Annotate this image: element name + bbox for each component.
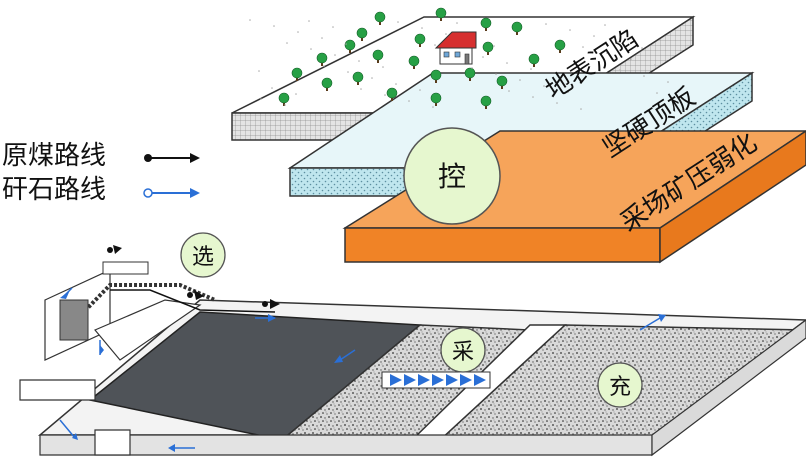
svg-text:控: 控 [438,160,466,193]
tree-icon [291,67,303,81]
tree-icon [372,49,384,63]
legend: 原煤路线 矸石路线 [2,141,200,205]
tree-icon [386,87,398,101]
tree-icon [464,67,476,81]
tree-icon [414,33,426,47]
arrow-right-icon [460,374,472,386]
tree-icon [344,39,356,53]
coal-conveyor [59,245,280,341]
tree-icon [430,69,442,83]
arrow-right-icon [446,374,458,386]
tree-icon [374,11,386,25]
mine-circle: 采 [440,327,486,373]
fill-circle: 充 [597,362,643,408]
mine-block [19,269,806,457]
arrow-right-icon [418,374,430,386]
legend-gangue: 矸石路线 [2,175,106,205]
arrow-right-icon [190,188,200,198]
tree-icon [316,52,328,66]
arrow-right-icon [432,374,444,386]
svg-text:选: 选 [192,245,214,270]
arrow-right-icon [404,374,416,386]
tree-icon [480,17,492,31]
control-circle: 控 [403,127,501,225]
tree-icon [554,39,566,53]
arrow-right-icon [474,374,486,386]
tree-icon [278,92,290,106]
tree-icon [356,27,368,41]
tree-icon [321,77,333,91]
select-circle: 选 [180,232,226,278]
tree-icon [408,55,420,69]
tree-icon [430,92,442,106]
tree-icon [435,7,447,21]
svg-text:充: 充 [609,375,631,400]
arrow-right-icon [190,153,200,163]
shearer-arrows [381,371,491,389]
tree-icon [511,21,523,35]
legend-raw-coal: 原煤路线 [2,141,106,171]
tree-icon [482,41,494,55]
tree-icon [496,75,508,89]
tree-icon [528,53,540,67]
tree-group [249,7,669,110]
house-icon [434,31,477,65]
gangue-arrows [59,287,666,452]
arrow-right-icon [390,374,402,386]
tree-icon [480,95,492,109]
tree-icon [352,71,364,85]
svg-text:采: 采 [452,340,474,365]
